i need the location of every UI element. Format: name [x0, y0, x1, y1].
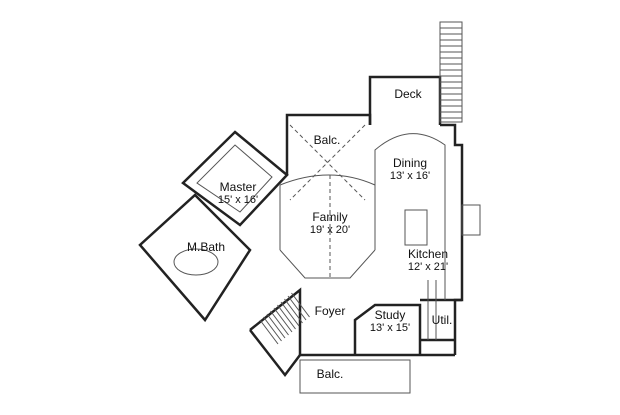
room-label-foyer: Foyer [315, 305, 346, 318]
room-label-balcony-lower: Balc. [317, 368, 344, 381]
room-name: M.Bath [186, 240, 226, 254]
room-name: Family [312, 210, 348, 224]
stair-tread [266, 313, 286, 339]
walls [138, 75, 464, 378]
stair-tread [263, 316, 282, 342]
room-label-util: Util. [432, 314, 453, 327]
room-name: Balc. [313, 133, 341, 147]
room-size: 13' x 16' [389, 170, 431, 182]
room-name: Master [219, 180, 257, 194]
room-name: Util. [431, 313, 453, 327]
room-size: 13' x 15' [369, 322, 411, 334]
stair-tread [287, 295, 307, 321]
room-name: Kitchen [407, 247, 449, 261]
stair-tread [291, 292, 310, 318]
room-name: Foyer [314, 304, 346, 318]
stair-tread [284, 298, 303, 324]
room-name: Dining [392, 156, 428, 170]
room-size: 12' x 21' [407, 261, 449, 273]
stair-tread [277, 304, 296, 330]
stair-tread [273, 307, 293, 333]
room-label-deck: Deck [394, 88, 421, 101]
room-size: 19' x 20' [309, 224, 351, 236]
thin-lines [173, 21, 481, 394]
room-name: Study [374, 308, 406, 322]
room-name: Deck [394, 87, 422, 101]
stair-tread [270, 310, 289, 336]
stair-tread [259, 319, 279, 345]
room-size: 15' x 16' [217, 194, 259, 206]
stair-tread [280, 301, 300, 327]
room-label-mbath: M.Bath [187, 241, 225, 254]
room-label-balcony-upper: Balc. [314, 134, 341, 147]
room-name: Balc. [316, 367, 344, 381]
